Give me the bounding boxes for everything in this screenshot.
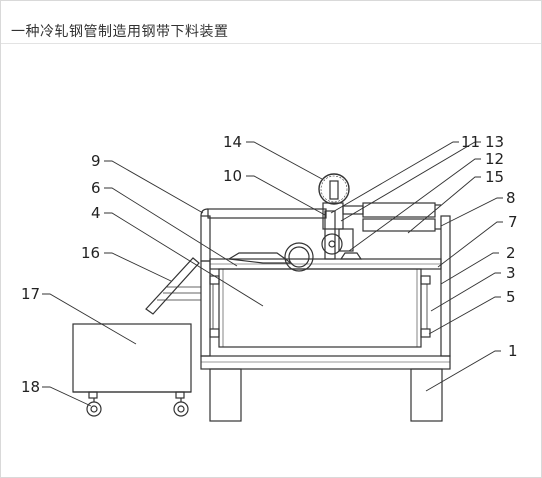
cutter-body: [322, 202, 344, 230]
leader-lines: [42, 141, 503, 407]
post-bend: [200, 208, 209, 217]
left-column: [200, 260, 211, 357]
right-roller-bottom: [420, 328, 431, 338]
label-17: 17: [21, 285, 40, 303]
label-3: 3: [506, 264, 516, 282]
saw-blade: [318, 173, 350, 205]
collection-cart: [72, 323, 192, 393]
guide-plate: [227, 252, 293, 264]
discharge-chute: [145, 257, 200, 315]
label-16: 16: [81, 244, 100, 262]
feed-box: [218, 268, 422, 348]
label-6: 6: [91, 179, 101, 197]
cylinder-lower: [362, 218, 436, 232]
left-roller-top: [209, 275, 220, 285]
label-2: 2: [506, 244, 516, 262]
label-15: 15: [485, 168, 504, 186]
coil-inner: [288, 246, 310, 268]
label-11: 11: [461, 133, 480, 151]
left-roller-bottom: [209, 328, 220, 338]
header: 一种冷轧钢管制造用钢带下料装置: [1, 1, 541, 44]
saw-hub: [329, 180, 339, 200]
label-18: 18: [21, 378, 40, 396]
right-leg: [410, 368, 443, 422]
coil-outer: [284, 242, 314, 272]
base-plate: [200, 355, 451, 370]
label-14: 14: [223, 133, 242, 151]
right-column: [440, 215, 451, 357]
roller-bracket: [338, 228, 354, 252]
cart-wheel-right: [173, 391, 189, 417]
left-leg: [209, 368, 242, 422]
cart-wheel-left: [86, 391, 102, 417]
press-roller: [321, 233, 343, 255]
top-arm: [207, 208, 327, 219]
cutter-stand: [339, 252, 363, 260]
vertical-post: [200, 215, 211, 262]
label-4: 4: [91, 204, 101, 222]
label-7: 7: [508, 213, 518, 231]
label-9: 9: [91, 152, 101, 170]
page-title: 一种冷轧钢管制造用钢带下料装置: [11, 24, 229, 40]
label-1: 1: [508, 342, 518, 360]
label-8: 8: [506, 189, 516, 207]
label-5: 5: [506, 288, 516, 306]
label-13: 13: [485, 133, 504, 151]
label-10: 10: [223, 167, 242, 185]
right-roller-top: [420, 275, 431, 285]
label-12: 12: [485, 150, 504, 168]
